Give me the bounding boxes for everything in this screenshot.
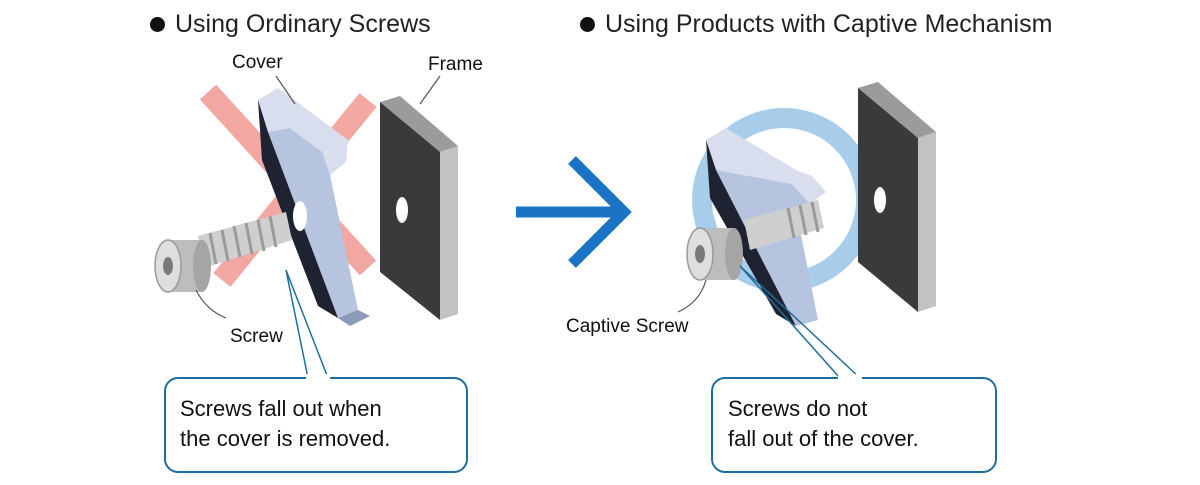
arrow-right xyxy=(516,156,632,268)
frame-block-left xyxy=(380,96,458,320)
label-cover: Cover xyxy=(232,52,283,73)
heading-right: Using Products with Captive Mechanism xyxy=(580,10,1052,39)
label-captive-screw: Captive Screw xyxy=(566,316,689,337)
heading-right-text: Using Products with Captive Mechanism xyxy=(605,10,1053,38)
leader-lines-left xyxy=(195,75,441,319)
cover-bracket-left xyxy=(258,88,370,326)
callout-left-text: Screws fall out when the cover is remove… xyxy=(180,394,390,454)
label-screw: Screw xyxy=(230,326,283,347)
label-frame: Frame xyxy=(428,54,483,75)
callout-right xyxy=(711,265,997,473)
callout-right-text: Screws do not fall out of the cover. xyxy=(728,394,919,454)
screw-left xyxy=(154,212,292,293)
frame-block-right xyxy=(858,82,936,312)
callout-left-line1: Screws fall out when xyxy=(180,396,382,421)
bullet-dot xyxy=(150,17,165,32)
callout-right-line1: Screws do not xyxy=(728,396,868,421)
callout-left xyxy=(164,269,468,473)
heading-left-text: Using Ordinary Screws xyxy=(175,10,431,38)
callout-right-line2: fall out of the cover. xyxy=(728,426,919,451)
bullet-dot xyxy=(580,17,595,32)
callout-left-line2: the cover is removed. xyxy=(180,426,391,451)
screw-right xyxy=(686,200,824,281)
heading-left: Using Ordinary Screws xyxy=(150,10,431,39)
leader-line-right xyxy=(677,279,707,313)
